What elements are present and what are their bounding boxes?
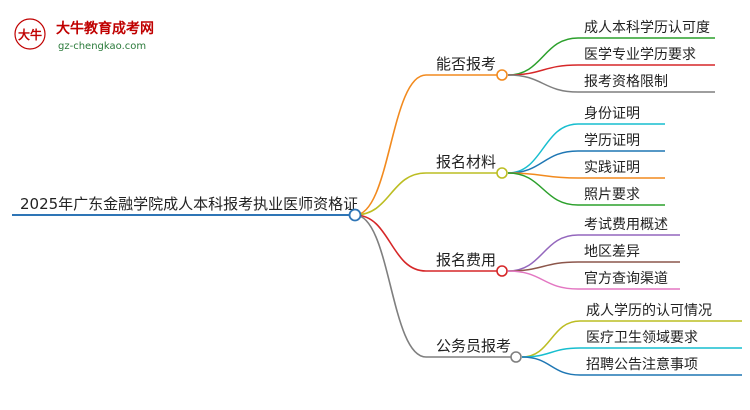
logo-url: gz-chengkao.com <box>58 41 146 52</box>
branch-label: 报名材料 <box>436 153 496 171</box>
leaf-connector <box>507 150 579 174</box>
leaf-label: 报考资格限制 <box>584 74 668 90</box>
branch-connector <box>354 214 427 272</box>
leaf-label: 医疗卫生领域要求 <box>586 330 698 346</box>
nodes: 2025年广东金融学院成人本科报考执业医师资格证 能否报考 成人本科学历认可度医学专… <box>20 20 712 373</box>
leaf-connector <box>507 234 579 272</box>
leaf-label: 成人学历的认可情况 <box>586 303 712 319</box>
leaf-label: 学历证明 <box>584 133 640 149</box>
svg-text:大牛: 大牛 <box>18 27 42 42</box>
root-label: 2025年广东金融学院成人本科报考执业医师资格证 <box>20 195 358 213</box>
leaf-label: 医学专业学历要求 <box>584 47 696 63</box>
leaf-label: 官方查询渠道 <box>584 271 668 287</box>
leaf-connector <box>507 123 579 174</box>
branch-node-circle <box>496 69 508 81</box>
leaf-label: 成人本科学历认可度 <box>584 20 710 36</box>
branch-node-circle <box>496 167 508 179</box>
branch-connector <box>354 214 427 358</box>
leaf-connector <box>507 172 579 206</box>
leaf-label: 招聘公告注意事项 <box>586 356 698 373</box>
logo: 大牛 大牛教育成考网 gz-chengkao.com <box>14 18 154 52</box>
leaf-connector <box>521 320 581 358</box>
leaf-label: 地区差异 <box>584 244 640 260</box>
leaf-connector <box>507 270 579 290</box>
branch-node-circle <box>496 265 508 277</box>
branch-connector <box>354 74 427 216</box>
leaf-connector <box>507 37 579 76</box>
branch-label: 报名费用 <box>436 251 496 269</box>
leaf-label: 照片要求 <box>584 187 640 203</box>
leaf-label: 实践证明 <box>584 160 640 176</box>
branch-connector <box>354 172 427 216</box>
branch-node-circle <box>510 351 522 363</box>
leaf-connector <box>521 356 581 376</box>
leaf-connector <box>507 74 579 93</box>
edges <box>12 37 742 376</box>
leaf-label: 考试费用概述 <box>584 217 668 233</box>
logo-site-name: 大牛教育成考网 <box>56 20 154 37</box>
logo-mark-icon: 大牛 <box>14 18 46 50</box>
leaf-label: 身份证明 <box>584 106 640 122</box>
branch-label: 能否报考 <box>436 55 496 73</box>
root-node-circle <box>348 208 362 222</box>
branch-label: 公务员报考 <box>436 337 511 355</box>
